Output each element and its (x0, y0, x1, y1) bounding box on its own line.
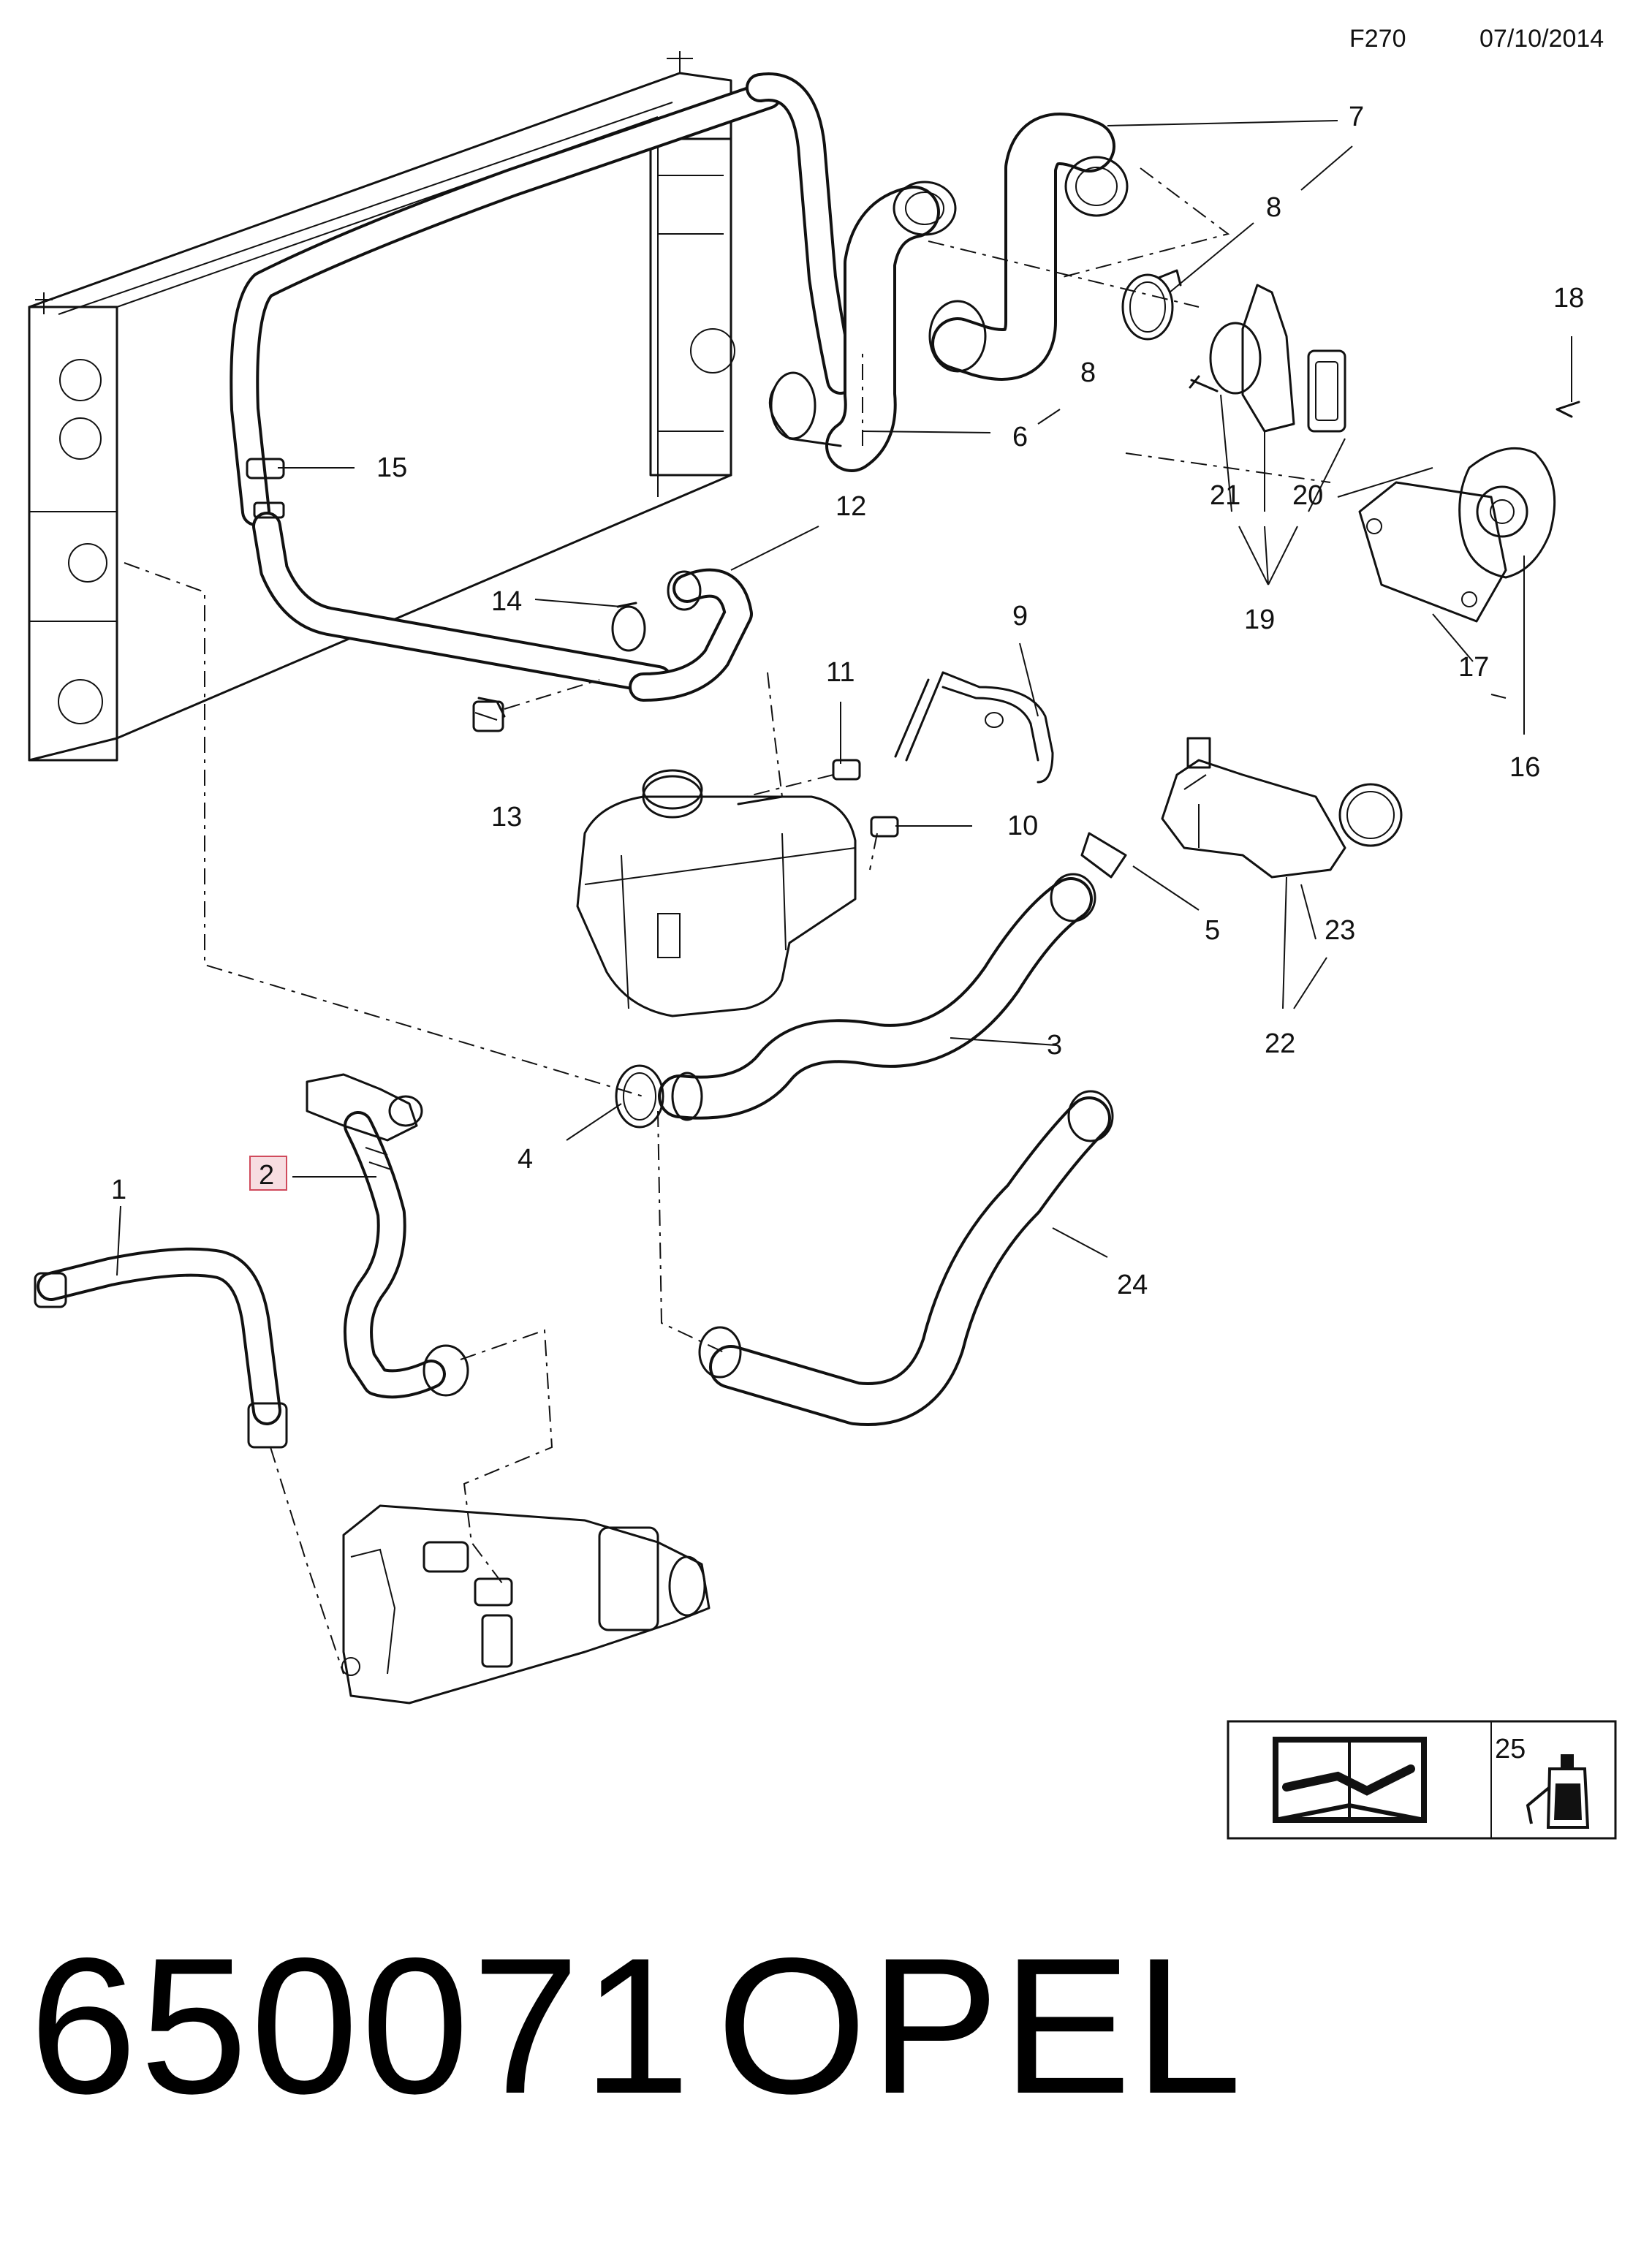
part-number: 650071 (29, 1918, 694, 2134)
hose-7 (928, 113, 1129, 381)
parts-diagram: .o { fill:none; stroke:#111; stroke-widt… (28, 51, 1617, 1840)
clamp-8 (1121, 269, 1182, 341)
callout-20: 20 (1292, 480, 1323, 511)
callout-1: 1 (111, 1175, 126, 1205)
hose-12 (611, 568, 753, 702)
thermostat-housing (1080, 737, 1403, 879)
callout-21: 21 (1210, 480, 1240, 511)
brand-name: OPEL (716, 1918, 1246, 2134)
callout-25: 25 (1495, 1734, 1526, 1764)
hose-3 (658, 873, 1096, 1121)
leader-lines (116, 120, 1572, 1276)
hose-9 (894, 671, 1054, 784)
callout-5: 5 (1205, 915, 1220, 946)
clip-13 (472, 697, 506, 732)
callout-4: 4 (518, 1144, 533, 1175)
callout-6: 6 (1012, 422, 1028, 452)
callout-23: 23 (1325, 915, 1355, 946)
callout-8b: 8 (1080, 357, 1096, 388)
sealant-tube-icon (1526, 1754, 1590, 1829)
water-pump (1358, 401, 1580, 623)
callout-9: 9 (1012, 601, 1028, 632)
callout-22: 22 (1265, 1028, 1295, 1059)
callout-11: 11 (826, 657, 855, 688)
diagram-code: F270 (1349, 25, 1406, 53)
callout-2-highlight (249, 1156, 287, 1191)
callout-19: 19 (1244, 604, 1275, 635)
hose-24 (698, 1090, 1114, 1426)
callout-8a: 8 (1266, 192, 1281, 223)
hose-1 (34, 1247, 288, 1449)
callout-17: 17 (1458, 652, 1489, 683)
callout-10: 10 (1007, 811, 1038, 841)
callout-16: 16 (1509, 752, 1540, 783)
callout-13: 13 (491, 802, 522, 833)
repair-manual-icon (1273, 1737, 1427, 1823)
expansion-tank (576, 769, 857, 1017)
clip-10 (870, 816, 899, 838)
callout-18: 18 (1553, 283, 1584, 314)
callout-14: 14 (491, 586, 522, 617)
hose-15 (230, 72, 855, 694)
clamp-4 (615, 1064, 664, 1129)
thermostat-outlet (1189, 284, 1346, 433)
callout-2: 2 (259, 1160, 274, 1191)
hose-2 (306, 1073, 469, 1399)
callout-15: 15 (376, 452, 407, 483)
connection-lines (124, 167, 1331, 1675)
callout-24: 24 (1117, 1270, 1148, 1300)
radiator (28, 51, 735, 762)
callout-7: 7 (1349, 102, 1364, 132)
oil-cooler-housing (341, 1504, 711, 1705)
callout-3: 3 (1047, 1030, 1062, 1061)
callout-labels: 1 2 3 4 5 6 7 8 8 9 10 11 12 13 14 15 16… (111, 102, 1584, 1300)
callout-12: 12 (836, 491, 866, 522)
clip-11 (832, 759, 861, 781)
legend-box: 25 (1227, 1720, 1617, 1840)
diagram-date: 07/10/2014 (1479, 25, 1604, 53)
hose-6 (768, 181, 957, 472)
